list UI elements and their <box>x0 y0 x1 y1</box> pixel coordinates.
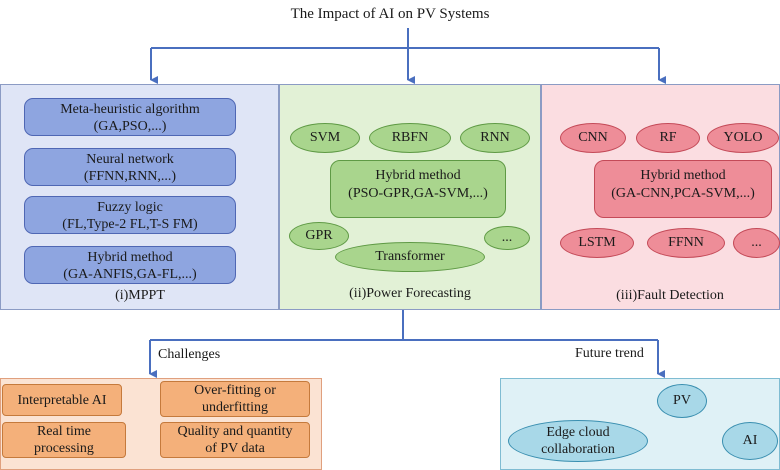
mppt-box-hybrid: Hybrid method (GA-ANFIS,GA-FL,...) <box>24 246 236 284</box>
method-rnn: RNN <box>460 123 530 153</box>
future-node-ai: AI <box>722 422 778 460</box>
box-line: Fuzzy logic <box>97 200 163 215</box>
box-line: (PSO-GPR,GA-SVM,...) <box>348 186 488 201</box>
box-line: (GA-ANFIS,GA-FL,...) <box>63 267 197 282</box>
box-line: Real time <box>36 424 92 439</box>
future-node-pv: PV <box>657 384 707 418</box>
box-line: (FL,Type-2 FL,T-S FM) <box>62 217 198 232</box>
mppt-box-neural-network: Neural network (FFNN,RNN,...) <box>24 148 236 186</box>
mppt-box-fuzzy-logic: Fuzzy logic (FL,Type-2 FL,T-S FM) <box>24 196 236 234</box>
challenge-real-time-processing: Real time processing <box>2 422 126 458</box>
method-ellipsis: ... <box>733 228 780 258</box>
box-line: (GA-CNN,PCA-SVM,...) <box>611 186 755 201</box>
box-line: Hybrid method <box>640 168 726 183</box>
method-rbfn: RBFN <box>369 123 451 153</box>
method-transformer: Transformer <box>335 242 485 272</box>
mppt-box-meta-heuristic: Meta-heuristic algorithm (GA,PSO,...) <box>24 98 236 136</box>
forecasting-caption: (ii)Power Forecasting <box>349 286 471 301</box>
challenges-label: Challenges <box>158 347 221 362</box>
challenge-interpretable-ai: Interpretable AI <box>2 384 122 416</box>
challenge-overfitting: Over-fitting or underfitting <box>160 381 310 417</box>
box-line: Edge cloud <box>546 425 610 440</box>
method-ffnn: FFNN <box>647 228 725 258</box>
box-line: Meta-heuristic algorithm <box>60 102 200 117</box>
box-line: Neural network <box>86 152 174 167</box>
forecast-hybrid-box: Hybrid method (PSO-GPR,GA-SVM,...) <box>330 160 506 218</box>
box-line: (FFNN,RNN,...) <box>83 169 177 184</box>
box-line: collaboration <box>541 442 615 457</box>
method-lstm: LSTM <box>560 228 634 258</box>
diagram-title: The Impact of AI on PV Systems <box>290 6 490 22</box>
box-line: underfitting <box>201 400 269 415</box>
box-line: Interpretable AI <box>17 392 107 408</box>
method-yolo: YOLO <box>707 123 779 153</box>
future-trend-label: Future trend <box>575 346 644 361</box>
box-line: Quality and quantity <box>177 424 293 439</box>
box-line: Hybrid method <box>87 250 173 265</box>
mppt-caption: (i)MPPT <box>115 288 165 303</box>
method-rf: RF <box>636 123 700 153</box>
box-line: processing <box>34 441 94 456</box>
challenge-data-quality: Quality and quantity of PV data <box>160 422 310 458</box>
box-line: Hybrid method <box>375 168 461 183</box>
box-line: of PV data <box>205 441 265 456</box>
box-line: Over-fitting or <box>194 383 276 398</box>
fault-hybrid-box: Hybrid method (GA-CNN,PCA-SVM,...) <box>594 160 772 218</box>
method-svm: SVM <box>290 123 360 153</box>
method-gpr: GPR <box>289 222 349 250</box>
box-line: (GA,PSO,...) <box>93 119 167 134</box>
method-ellipsis: ... <box>484 226 530 250</box>
fault-caption: (iii)Fault Detection <box>616 288 724 303</box>
method-cnn: CNN <box>560 123 626 153</box>
future-node-edge-cloud: Edge cloud collaboration <box>508 420 648 462</box>
